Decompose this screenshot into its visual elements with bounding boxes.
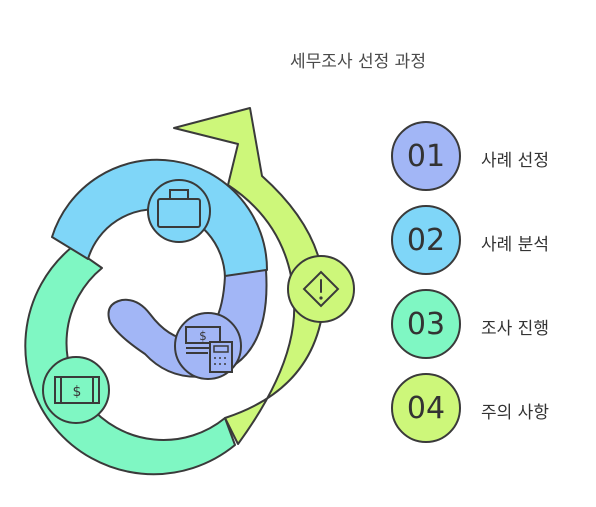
spiral-segment-04-arrow — [173, 107, 326, 445]
briefcase-icon — [147, 179, 211, 243]
step-04-label: 주의 사항 — [481, 403, 549, 423]
cash-stack-icon: $ — [42, 356, 110, 424]
step-04-badge: 04 — [391, 373, 461, 443]
step-03-badge: 03 — [391, 289, 461, 359]
svg-text:$: $ — [199, 329, 207, 343]
step-02-badge: 02 — [391, 205, 461, 275]
step-01-badge: 01 — [391, 121, 461, 191]
diagram-title: 세무조사 선정 과정 — [290, 52, 426, 72]
step-01-label: 사례 선정 — [481, 151, 549, 171]
spiral-segment-02 — [51, 158, 269, 279]
step-02-label: 사례 분석 — [481, 235, 549, 255]
warning-diamond-icon — [287, 255, 355, 323]
svg-text:$: $ — [73, 384, 82, 400]
dollar-calculator-icon: $ — [174, 312, 242, 380]
step-03-label: 조사 진행 — [481, 319, 549, 339]
